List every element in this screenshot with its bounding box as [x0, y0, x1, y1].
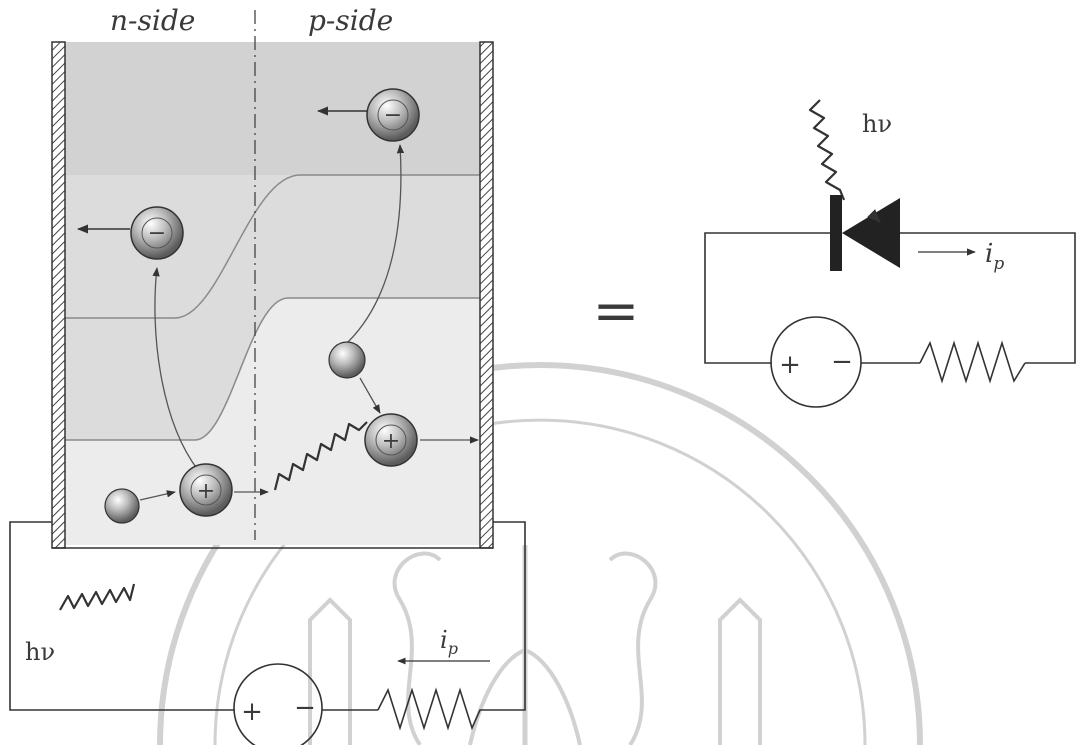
neutral-particle-right	[328, 341, 366, 379]
photon-energy-label: hν	[25, 638, 55, 666]
load-resistor-right	[919, 340, 1026, 384]
photon-right-icon	[808, 99, 846, 201]
svg-text:+: +	[382, 429, 400, 454]
hole-right: +	[364, 413, 418, 467]
source-minus: −	[294, 693, 316, 723]
pair-link	[359, 377, 381, 414]
conduction-band-shade	[65, 42, 480, 175]
photon-left-icon	[59, 583, 136, 611]
equivalent-circuit: hν ip + −	[704, 99, 1076, 408]
left-contact	[51, 41, 66, 549]
right-contact	[479, 41, 494, 549]
p-side-label: p-side	[308, 4, 393, 37]
svg-text:−: −	[384, 103, 402, 128]
source-minus-right: −	[831, 347, 853, 377]
bias-source	[233, 663, 323, 745]
conduction-band-edge	[65, 174, 480, 319]
external-circuit	[9, 521, 526, 745]
electron-path-right	[347, 144, 405, 343]
valence-band-edge	[65, 297, 480, 441]
electron-top: −	[366, 88, 420, 142]
svg-text:−: −	[148, 221, 166, 246]
band-region-lower	[65, 298, 480, 545]
source-plus: +	[241, 697, 263, 727]
hole-left: +	[179, 463, 233, 517]
photon-energy-label-right: hν	[862, 110, 892, 138]
source-plus-right: +	[779, 350, 801, 380]
hole-drift-left	[139, 490, 176, 501]
current-label-left: ip	[440, 626, 458, 658]
neutral-particle-left	[104, 488, 140, 524]
diode-triangle	[842, 198, 900, 268]
electron-path-left	[152, 267, 199, 471]
band-diagram: n-side p-side + +	[25, 4, 494, 666]
n-side-label: n-side	[110, 4, 195, 37]
load-resistor	[377, 687, 490, 731]
electron-left: −	[130, 206, 184, 260]
bias-source-right	[770, 316, 862, 408]
svg-text:+: +	[197, 479, 215, 504]
current-label-right: ip	[985, 239, 1004, 274]
photon-mid-icon	[273, 421, 368, 491]
diode-bar	[830, 195, 842, 271]
equals-sign: =	[593, 279, 640, 344]
